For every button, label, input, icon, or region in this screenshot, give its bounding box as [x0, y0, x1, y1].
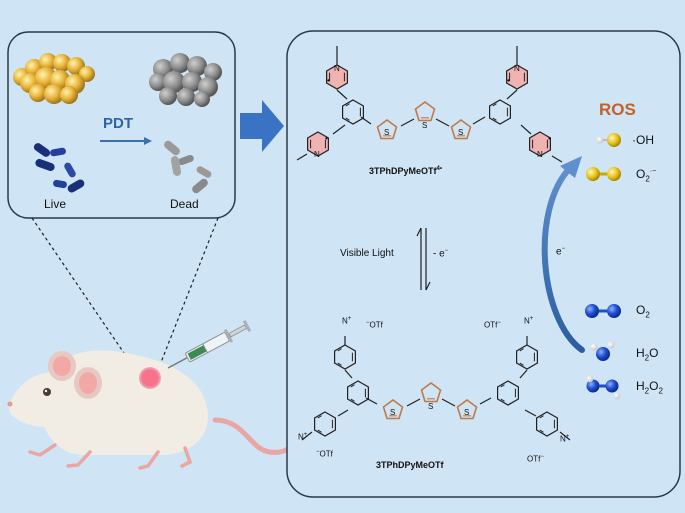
bottom-counterion-4: OTf− [527, 454, 544, 464]
bottom-sulfur-3: S [464, 408, 470, 417]
big-blue-arrow [240, 100, 284, 152]
water-molecule [590, 341, 615, 361]
top-pyridinium-n-3: N [514, 64, 520, 73]
electron-loss-label: - e− [433, 248, 449, 260]
top-sulfur-2: S [422, 121, 428, 130]
top-molecule [296, 46, 563, 163]
pdt-arrow [100, 137, 152, 145]
top-radical-4: • [548, 134, 551, 143]
ros-title: ROS [599, 100, 636, 119]
superoxide-label: O2·− [636, 167, 657, 184]
syringe [167, 319, 252, 369]
bottom-pyridinium-n-4: N+ [560, 434, 570, 444]
water-label: H2O [636, 346, 659, 363]
top-sulfur-1: S [384, 128, 390, 137]
top-pyridinium-n-4: N [537, 150, 543, 159]
electron-transfer-arrow [541, 156, 585, 353]
top-pyridinium-n-1: N [334, 64, 340, 73]
bottom-molecule [301, 336, 571, 441]
visible-light-label: Visible Light [340, 248, 394, 259]
bottom-sulfur-1: S [390, 408, 396, 417]
bottom-molecule-name: 3TPhDPyMeOTf [376, 460, 444, 470]
equilibrium-arrows [416, 227, 431, 291]
hydrogen-peroxide-label: H2O2 [636, 379, 663, 396]
top-molecule-name: 3TPhDPyMeOTf4• [369, 166, 442, 176]
dead-label: Dead [170, 197, 199, 211]
superoxide-molecule [586, 167, 621, 181]
bottom-pyridinium-n-2: N+ [298, 432, 308, 442]
molecule-panel [286, 30, 681, 498]
live-cells-cluster [13, 53, 95, 104]
bottom-counterion-1: −OTf [366, 320, 383, 330]
oxygen-molecule [585, 304, 621, 318]
mouse [7, 350, 308, 470]
oxygen-label: O2 [636, 303, 650, 320]
live-bacteria [33, 143, 85, 193]
bottom-pyridinium-n-3: N+ [524, 316, 534, 326]
hydrogen-peroxide-molecule [586, 375, 621, 400]
bottom-counterion-3: OTf− [484, 320, 501, 330]
top-radical-1: • [327, 76, 330, 85]
top-radical-3: • [507, 76, 510, 85]
live-label: Live [44, 197, 67, 211]
hydroxyl-molecule [596, 133, 621, 147]
pdt-label: PDT [103, 115, 133, 132]
hydroxyl-label: ·OH [632, 133, 654, 147]
bottom-counterion-2: −OTf [316, 449, 333, 459]
electron-transfer-label: e− [556, 246, 566, 258]
top-pyridinium-n-2: N [314, 150, 320, 159]
dead-cells-cluster [149, 53, 222, 107]
bottom-sulfur-2: S [428, 402, 434, 411]
top-radical-2: • [325, 134, 328, 143]
top-sulfur-3: S [458, 128, 464, 137]
zoom-lines [31, 217, 219, 379]
bottom-pyridinium-n-1: N+ [342, 316, 352, 326]
dead-bacteria [164, 140, 212, 194]
